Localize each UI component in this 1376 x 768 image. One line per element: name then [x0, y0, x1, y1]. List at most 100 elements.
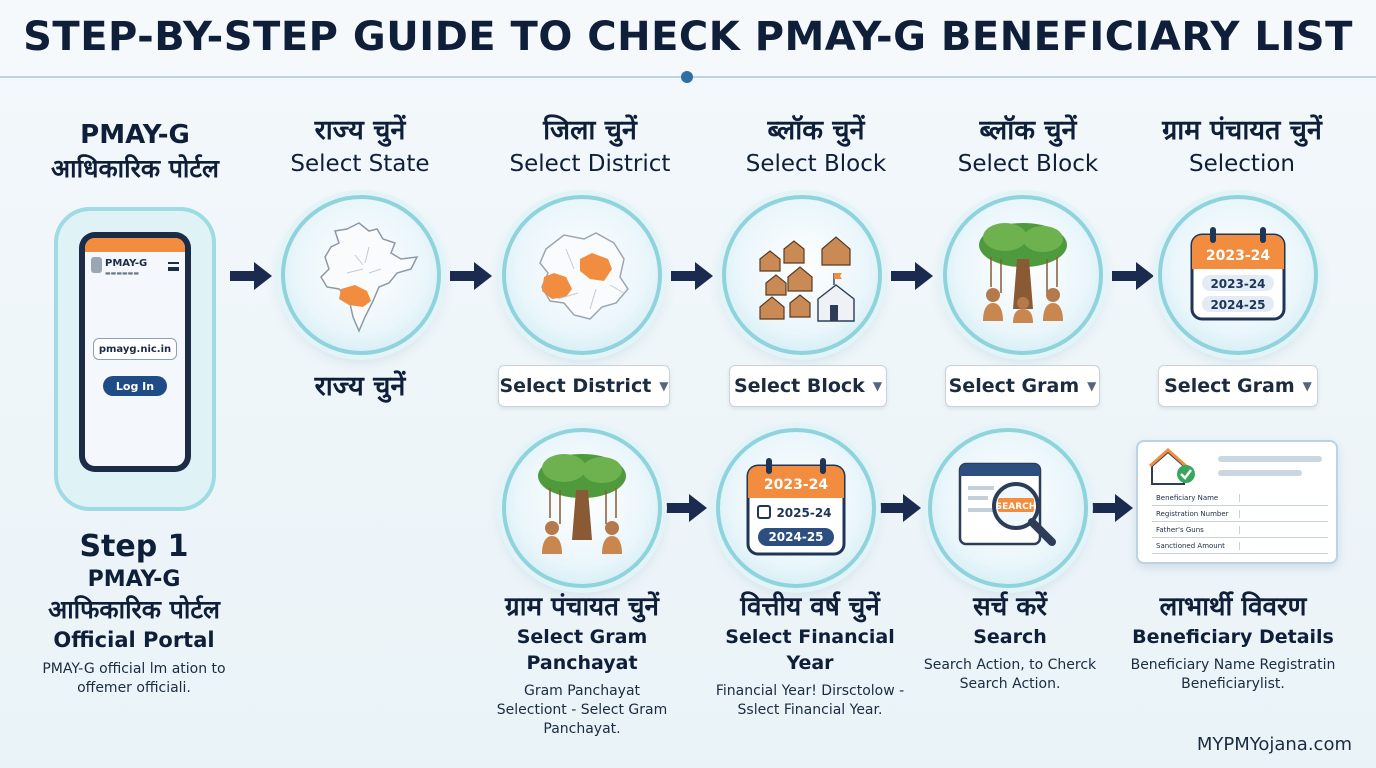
- card-placeholder-line: [1218, 456, 1322, 462]
- menu-icon[interactable]: [168, 262, 179, 271]
- step1-sub-en: PMAY-G: [87, 567, 181, 592]
- chevron-down-icon: ▼: [659, 379, 669, 393]
- step1-sub-hi: आफिकारिक पोर्टल: [48, 595, 220, 624]
- step-state-circle: [281, 195, 441, 355]
- card-row: Father's Guns: [1152, 522, 1328, 538]
- step-gram-hi: ब्लॉक चुनें: [979, 115, 1077, 146]
- step1-heading: PMAY-G आधिकारिक पोर्टल: [22, 118, 248, 186]
- fy-calendar-option: 2025-24: [776, 506, 831, 520]
- step-gram-en: Select Block: [957, 151, 1099, 177]
- step-district-heading: जिला चुनें Select District: [480, 114, 700, 180]
- step-gram-circle: [943, 195, 1103, 355]
- step-block-en: Select Block: [745, 151, 887, 177]
- calendar-year-option: 2024-25: [1210, 298, 1265, 312]
- india-map-icon: [320, 222, 419, 333]
- step-beneficiary-desc: Beneficiary Name Registratin Beneficiary…: [1130, 657, 1336, 692]
- calendar-year-option: 2023-24: [1210, 277, 1265, 291]
- fy-calendar-header: 2023-24: [764, 477, 829, 493]
- financial-year-calendar-icon: 2023-24 2025-24 2024-25: [746, 458, 846, 556]
- arrow-right-icon: [879, 494, 921, 522]
- card-row-label: Registration Number: [1152, 509, 1240, 518]
- select-district-label: Select District: [499, 375, 652, 397]
- step-district-hi: जिला चुनें: [543, 115, 637, 146]
- page-title: STEP-BY-STEP GUIDE TO CHECK PMAY-G BENEF…: [23, 14, 1353, 60]
- select-block-label: Select Block: [733, 375, 865, 397]
- step-block-hi: ब्लॉक चुनें: [767, 115, 865, 146]
- fy-calendar-option: 2024-25: [768, 530, 823, 544]
- step-fy-caption: वित्तीय वर्ष चुनें Select Financial Year…: [700, 590, 920, 720]
- select-gram-dropdown[interactable]: Select Gram ▼: [945, 365, 1100, 407]
- step-state-heading: राज्य चुनें Select State: [250, 114, 470, 180]
- search-tag: SEARCH: [996, 502, 1037, 512]
- step-selection-en: Selection: [1189, 151, 1295, 177]
- portal-url-field[interactable]: pmayg.nic.in: [93, 338, 177, 360]
- step-panchayat-desc: Gram Panchayat Selectiont - Select Gram …: [496, 683, 668, 737]
- calendar-icon: 2023-24 2023-24 2024-25: [1190, 227, 1286, 321]
- step-district-circle: [502, 195, 662, 355]
- step1-heading-en: PMAY-G: [80, 120, 190, 150]
- phone-status-bar: [85, 238, 185, 252]
- select-gram-label-2: Select Gram: [1164, 375, 1295, 397]
- village-houses-icon: [759, 236, 855, 322]
- chevron-down-icon: ▼: [872, 379, 883, 393]
- arrow-right-icon: [1112, 262, 1154, 290]
- card-placeholder-line: [1218, 470, 1302, 476]
- arrow-right-icon: [671, 262, 713, 290]
- step-state-en: Select State: [290, 151, 430, 177]
- step-beneficiary-caption: लाभार्थी विवरण Beneficiary Details Benef…: [1120, 590, 1346, 694]
- step-search-hi: सर्च करें: [973, 592, 1047, 622]
- step-panchayat-en: Select Gram Panchayat: [516, 626, 648, 674]
- calendar-header-year: 2023-24: [1206, 248, 1271, 264]
- step-panchayat-caption: ग्राम पंचायत चुनें Select Gram Panchayat…: [462, 590, 702, 739]
- step-search-circle: SEARCH: [928, 428, 1088, 588]
- step-fy-desc: Financial Year! Dirsctolow - Sslect Fina…: [715, 683, 905, 718]
- step-state-below: राज्य चुनें: [250, 370, 470, 404]
- card-row: Registration Number: [1152, 506, 1328, 522]
- gram-sabha-tree-icon: [979, 223, 1067, 323]
- step-district-en: Select District: [509, 151, 671, 177]
- step-beneficiary-en: Beneficiary Details: [1132, 626, 1334, 648]
- emblem-icon: [91, 257, 102, 273]
- card-row: Sanctioned Amount: [1152, 538, 1328, 554]
- chevron-down-icon: ▼: [1302, 379, 1312, 393]
- chevron-down-icon: ▼: [1087, 379, 1097, 393]
- arrow-right-icon: [665, 494, 707, 522]
- district-map-icon: [539, 232, 629, 320]
- step-panchayat-circle: [502, 428, 662, 588]
- login-button[interactable]: Log In: [103, 376, 167, 396]
- step-selection-hi: ग्राम पंचायत चुनें: [1162, 115, 1322, 146]
- home-check-icon: [1149, 448, 1195, 485]
- select-block-dropdown[interactable]: Select Block ▼: [729, 365, 887, 407]
- phone-screen: PMAY-G ▬▬▬▬▬▬ pmayg.nic.in Log In: [85, 238, 185, 466]
- step-beneficiary-hi: लाभार्थी विवरण: [1159, 592, 1307, 622]
- step-fy-en: Select Financial Year: [725, 626, 895, 674]
- step-search-en: Search: [973, 626, 1047, 648]
- step-fy-circle: 2023-24 2025-24 2024-25: [716, 428, 876, 588]
- step-state-below-hi: राज्य चुनें: [314, 371, 406, 402]
- step-gram-heading: ब्लॉक चुनें Select Block: [918, 114, 1138, 180]
- step-panchayat-hi: ग्राम पंचायत चुनें: [505, 592, 659, 622]
- step-selection-heading: ग्राम पंचायत चुनें Selection: [1124, 114, 1360, 180]
- step1-label: Step 1: [79, 529, 189, 564]
- select-gram-label: Select Gram: [948, 375, 1080, 397]
- arrow-right-icon: [891, 262, 933, 290]
- select-district-dropdown[interactable]: Select District ▼: [498, 365, 670, 407]
- step1-heading-hi: आधिकारिक पोर्टल: [51, 154, 219, 183]
- step1-desc: PMAY-G official lm ation to offemer offi…: [42, 661, 226, 696]
- search-magnifier-icon: SEARCH: [958, 462, 1056, 546]
- beneficiary-card-icon: Beneficiary Name Registration Number Fat…: [1136, 440, 1338, 564]
- step1-official: Official Portal: [53, 628, 215, 652]
- select-gram-dropdown-2[interactable]: Select Gram ▼: [1158, 365, 1318, 407]
- step-search-desc: Search Action, to Cherck Search Action.: [923, 657, 1097, 692]
- step-state-hi: राज्य चुनें: [314, 115, 406, 146]
- site-watermark[interactable]: MYPMYojana.com: [1196, 734, 1352, 755]
- card-row-label: Sanctioned Amount: [1152, 541, 1240, 550]
- step-block-circle: [722, 195, 882, 355]
- gram-panchayat-tree-icon: [538, 454, 626, 554]
- step-search-caption: सर्च करें Search Search Action, to Cherc…: [910, 590, 1110, 694]
- phone-brand: PMAY-G: [105, 258, 148, 269]
- arrow-right-icon: [450, 262, 492, 290]
- step-block-heading: ब्लॉक चुनें Select Block: [706, 114, 926, 180]
- step-fy-hi: वित्तीय वर्ष चुनें: [740, 592, 880, 622]
- title-divider-dot: [681, 71, 693, 83]
